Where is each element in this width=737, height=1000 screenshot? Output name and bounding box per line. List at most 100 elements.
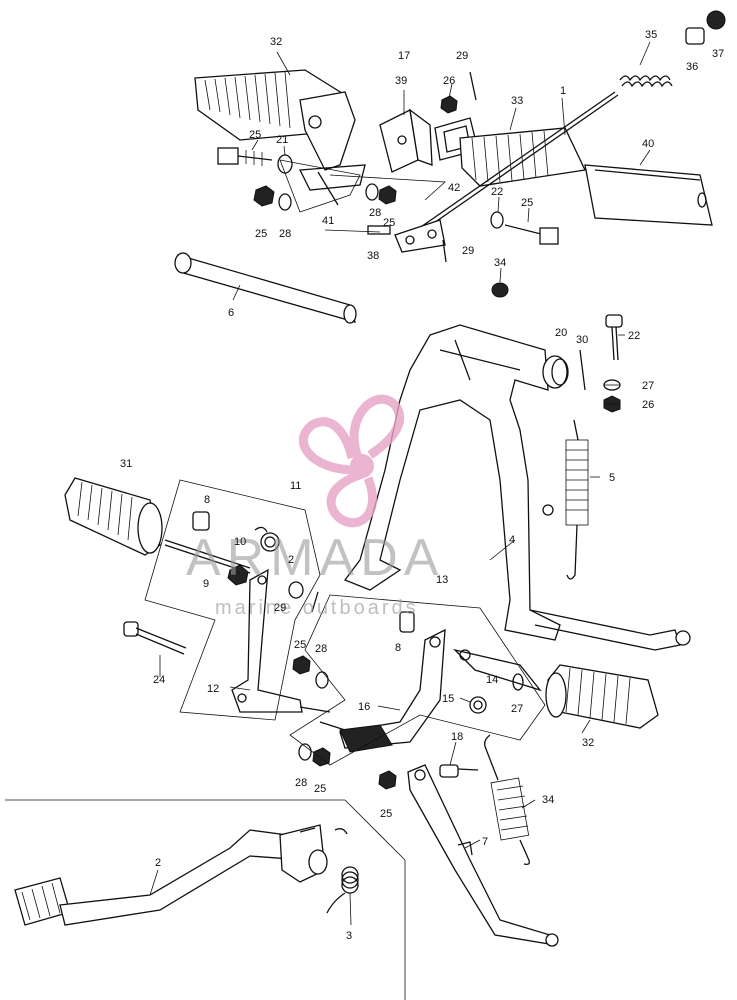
callout-6: 6 <box>228 307 234 319</box>
callout-28d: 28 <box>295 777 307 789</box>
callout-29a: 29 <box>456 50 468 62</box>
washer-28-mid <box>365 183 379 201</box>
joint-36 <box>685 27 705 45</box>
callout-22a: 25 <box>249 129 261 141</box>
callout-25c: 25 <box>294 639 306 651</box>
cap-nut-33 <box>491 282 509 298</box>
callout-9: 9 <box>203 578 209 590</box>
callout-28a: 28 <box>279 228 291 240</box>
main-stand <box>343 324 691 651</box>
footrest-rubber-right-lower <box>545 664 659 729</box>
callout-4: 4 <box>509 534 515 546</box>
callout-40: 39 <box>395 75 407 87</box>
pivot-shaft <box>174 252 357 324</box>
callout-26b: 27 <box>642 380 654 392</box>
callout-33: 34 <box>494 257 506 269</box>
pin-29-mid <box>442 239 447 263</box>
callout-19: 20 <box>555 327 567 339</box>
arm-12 <box>231 568 331 713</box>
callout-13: 13 <box>436 574 448 586</box>
footrest-rubber-left-lower <box>64 477 163 556</box>
nut-25-left <box>292 655 311 675</box>
callout-31a: 31 <box>120 458 132 470</box>
callout-17: 17 <box>398 50 410 62</box>
footrest-rubber-left-upper <box>194 69 356 171</box>
watermark-tagline: marine outboards <box>215 597 419 619</box>
brake-pedal <box>14 824 328 926</box>
callout-32a: 32 <box>270 36 282 48</box>
callout-20a: 21 <box>276 134 288 146</box>
callout-41: 41 <box>322 215 334 227</box>
callout-22b: 25 <box>521 197 533 209</box>
callout-28b: 28 <box>369 207 381 219</box>
arm-14 <box>452 648 542 692</box>
callout-29b: 29 <box>462 245 474 257</box>
pin-29-top <box>469 71 477 101</box>
group-outlines <box>5 159 546 1000</box>
callout-2: 2 <box>155 857 161 869</box>
callout-35: 35 <box>645 29 657 41</box>
callout-42: 42 <box>448 182 460 194</box>
spring-10 <box>254 526 280 552</box>
callout-37: 37 <box>712 48 724 60</box>
watermark-logo: ARMADA marine outboards <box>186 394 444 619</box>
propeller-icon <box>298 394 405 528</box>
callout-25d: 25 <box>314 783 326 795</box>
adjust-nut-37 <box>706 10 726 30</box>
pin-30 <box>579 349 586 391</box>
leader-lines <box>149 41 651 926</box>
side-stand-spring-34 <box>484 734 530 866</box>
callout-18: 18 <box>451 731 463 743</box>
callout-14: 14 <box>486 674 498 686</box>
callout-25a: 25 <box>255 228 267 240</box>
washer-upper-left <box>277 154 293 174</box>
washer-20-right <box>490 211 504 229</box>
callout-39: 40 <box>642 138 654 150</box>
watermark-brand: ARMADA <box>186 529 444 587</box>
callout-3: 3 <box>346 930 352 942</box>
callout-15: 15 <box>442 693 454 705</box>
washer-28-left <box>315 671 329 689</box>
brake-rod <box>404 91 619 242</box>
side-stand <box>407 764 559 947</box>
stand-spring-5 <box>565 419 589 580</box>
nut-25-bottom <box>378 770 397 790</box>
pin-38 <box>367 225 391 235</box>
callout-26a: 26 <box>443 75 455 87</box>
washer-upper-left-2 <box>278 193 292 211</box>
callout-21: 22 <box>628 330 640 342</box>
callout-28c: 28 <box>315 643 327 655</box>
bolt-23 <box>123 621 187 655</box>
callout-2b: 2 <box>288 554 294 566</box>
callout-27: 27 <box>511 703 523 715</box>
callout-12: 12 <box>207 683 219 695</box>
callout-11: 11 <box>290 480 301 492</box>
pin-29-left <box>311 591 319 613</box>
pedal-spring-3 <box>326 828 359 914</box>
callout-10: 10 <box>234 536 246 548</box>
callout-34: 34 <box>542 794 554 806</box>
pin-8-right <box>399 611 415 633</box>
nut-9-holder <box>227 564 249 586</box>
footrest-bar-39 <box>584 164 713 226</box>
nut-15 <box>469 696 487 714</box>
callout-7: 7 <box>482 836 488 848</box>
callout-32b: 33 <box>511 95 523 107</box>
callout-25b: 25 <box>383 217 395 229</box>
washer-28-low <box>298 743 312 761</box>
footrest-bracket-center <box>379 108 433 173</box>
callout-5: 5 <box>609 472 615 484</box>
arm-16 <box>319 628 446 753</box>
nut-26-top <box>440 95 458 114</box>
washer-29-left <box>288 581 304 599</box>
bolt-18 <box>439 764 479 778</box>
bracket-plate-41 <box>298 164 366 206</box>
clevis-38 <box>394 219 446 253</box>
nut-25-mid <box>378 185 397 205</box>
callout-30: 30 <box>576 334 588 346</box>
callout-31b: 32 <box>582 737 594 749</box>
callout-23: 24 <box>153 674 165 686</box>
washer-27 <box>512 673 524 691</box>
washer-19 <box>551 358 569 386</box>
